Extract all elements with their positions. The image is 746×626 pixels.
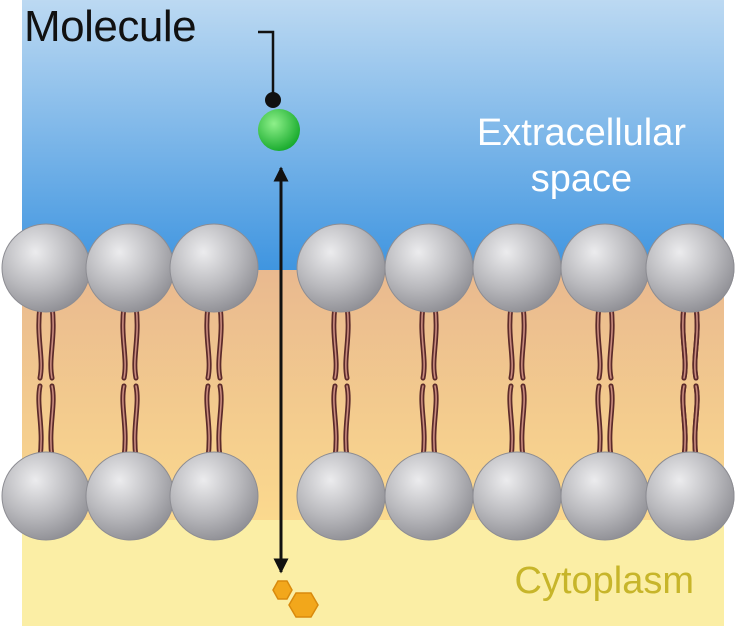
lipid-head-inner — [473, 452, 561, 540]
extracellular-label-line1: Extracellular — [477, 110, 686, 156]
lipid-head-outer — [170, 224, 258, 312]
extracellular-space-label: Extracellular space — [477, 110, 686, 202]
lipid-head-outer — [297, 224, 385, 312]
lipid-head-inner — [561, 452, 649, 540]
molecule-icon — [258, 109, 300, 151]
lipid-head-inner — [297, 452, 385, 540]
lipid-head-inner — [86, 452, 174, 540]
molecule-anchor-dot — [265, 92, 281, 108]
lipid-head-outer — [385, 224, 473, 312]
lipid-head-inner — [170, 452, 258, 540]
lipid-head-inner — [2, 452, 90, 540]
extracellular-label-line2: space — [477, 156, 686, 202]
lipid-head-outer — [2, 224, 90, 312]
lipid-head-outer — [473, 224, 561, 312]
lipid-head-outer — [561, 224, 649, 312]
lipid-head-inner — [385, 452, 473, 540]
molecule-label: Molecule — [24, 2, 196, 52]
lipid-head-inner — [646, 452, 734, 540]
cytoplasm-label: Cytoplasm — [515, 560, 695, 603]
lipid-head-outer — [646, 224, 734, 312]
lipid-head-outer — [86, 224, 174, 312]
